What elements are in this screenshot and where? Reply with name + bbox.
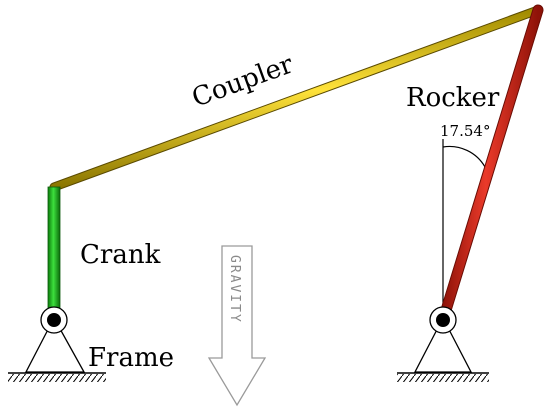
crank-label: Crank (80, 240, 161, 270)
coupler-link (50, 6, 542, 191)
rocker-label: Rocker (406, 83, 500, 113)
angle-label: 17.54° (440, 122, 490, 140)
gravity-label: GRAVITY (227, 255, 242, 324)
gravity-arrow (207, 245, 267, 407)
left-frame-support (8, 316, 106, 382)
frame-label: Frame (88, 343, 174, 373)
angle-arc (442, 145, 486, 168)
left-pivot-joint (40, 306, 68, 334)
right-pivot-joint (429, 306, 457, 334)
right-frame-support (397, 316, 489, 382)
rocker-link (438, 5, 543, 325)
crank-link (47, 186, 61, 319)
